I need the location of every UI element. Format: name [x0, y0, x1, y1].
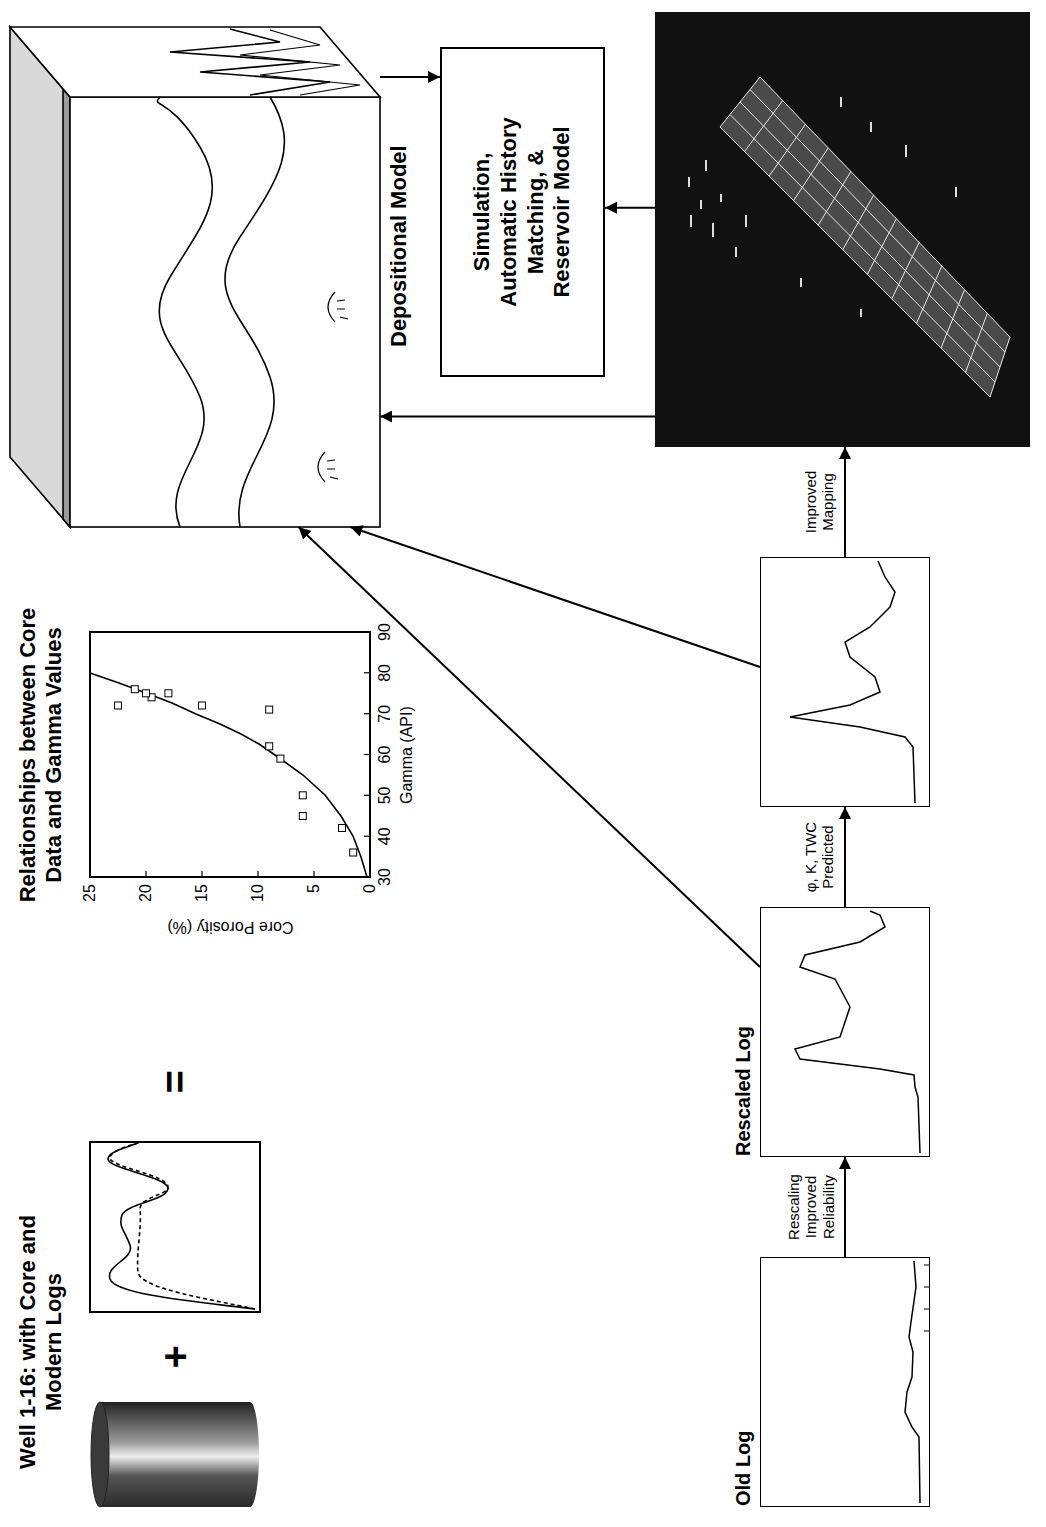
axis-tick: 50 — [376, 787, 395, 805]
axis-tick: 15 — [193, 884, 212, 902]
log-panel: Old Log — [760, 1257, 930, 1507]
flow-arrow — [844, 447, 846, 557]
core-cylinder — [91, 1402, 259, 1507]
axis-tick: 10 — [249, 884, 268, 902]
well-log-plot — [90, 1142, 260, 1312]
equals-sign: = — [152, 1070, 199, 1093]
axis-tick: 40 — [376, 827, 395, 845]
porosity-gamma-chart — [90, 632, 370, 877]
node-heading: Old Log — [731, 1430, 755, 1506]
log-panel — [760, 557, 930, 807]
mapping-image — [655, 12, 1030, 447]
arrow-label: φ, K, TWC Predicted — [802, 807, 837, 907]
axis-tick: 70 — [376, 705, 395, 723]
axis-tick: 80 — [376, 664, 395, 682]
flow-arrow — [844, 1157, 846, 1257]
flow-arrow — [380, 76, 440, 78]
axis-title: Core Porosity (%) — [167, 917, 293, 936]
process-box: Simulation, Automatic History Matching, … — [440, 47, 605, 377]
axis-tick: 5 — [305, 884, 324, 893]
depositional-block — [10, 27, 380, 527]
node-heading: Depositional Model — [386, 145, 412, 347]
axis-tick: 60 — [376, 746, 395, 764]
log-curves — [790, 561, 930, 1503]
flow-arrow — [844, 807, 846, 907]
arrow-label: Rescaling Improved Reliability — [785, 1157, 837, 1257]
chart-title: Relationships between Core Data and Gamm… — [15, 585, 67, 925]
flow-arrow — [350, 527, 760, 667]
depositional-model: Depositional Model — [10, 27, 380, 527]
axis-tick: 20 — [137, 884, 156, 902]
node-heading: Rescaled Log — [731, 1026, 755, 1156]
axis-tick: 90 — [376, 623, 395, 641]
arrow-label: Improved Mapping — [802, 452, 837, 552]
log-panel: Rescaled Log — [760, 907, 930, 1157]
plus-sign: + — [152, 1345, 199, 1368]
mapping-image — [655, 12, 1030, 447]
flow-arrow — [605, 207, 655, 209]
flow-arrow — [380, 416, 655, 418]
group-title: Well 1-16: with Core and Modern Logs — [15, 1207, 67, 1477]
axis-tick: 30 — [376, 868, 395, 886]
axis-title: Gamma (API) — [398, 706, 417, 804]
flow-arrow — [299, 527, 760, 967]
axis-tick: 25 — [81, 884, 100, 902]
box-text: Simulation, Automatic History Matching, … — [469, 102, 576, 322]
